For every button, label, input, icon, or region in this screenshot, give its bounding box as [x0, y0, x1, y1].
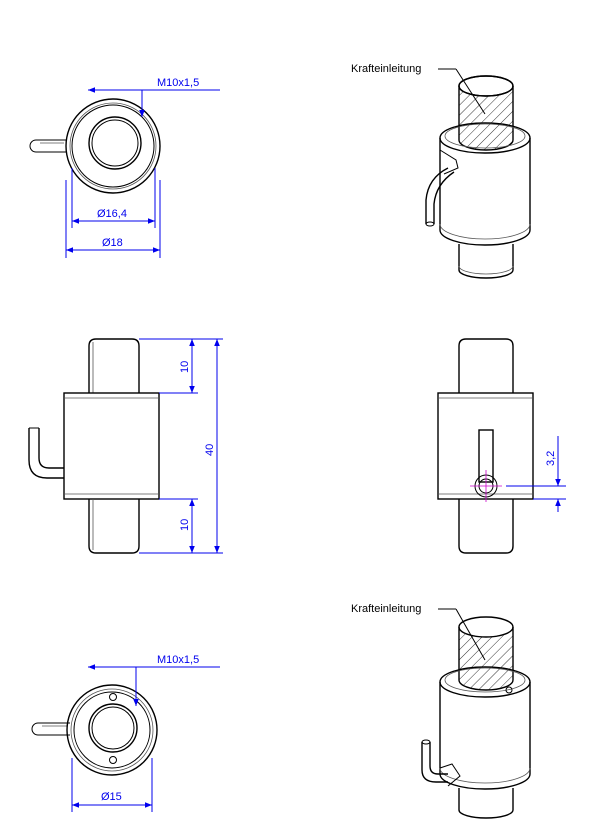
inner-diameter-label: Ø16,4: [97, 208, 127, 220]
diameter-label-2: Ø15: [101, 791, 122, 803]
iso-view-1: Krafteinleitung: [351, 63, 531, 279]
cable-stub-top-1: [29, 139, 66, 153]
outer-circle: [65, 98, 161, 194]
top-view-1: M10x1,5 Ø16,4 Ø18: [29, 77, 220, 258]
callout-label-1: Krafteinleitung: [351, 63, 421, 75]
thread-label-2: M10x1,5: [157, 654, 199, 666]
top-length-label: 10: [179, 361, 191, 373]
front-view: 10 40 10: [28, 338, 223, 554]
callout-label-2: Krafteinleitung: [351, 603, 421, 615]
bottom-length-label: 10: [179, 519, 191, 531]
top-view-2: M10x1,5 Ø15: [31, 654, 220, 812]
iso-view-2: Krafteinleitung: [351, 603, 531, 819]
cable-stub-top-2: [31, 722, 70, 736]
outer-diameter-label: Ø18: [102, 237, 123, 249]
side-view: 3,2: [437, 338, 566, 554]
offset-label: 3,2: [545, 451, 557, 466]
thread-bore: [88, 116, 142, 170]
thread-label-1: M10x1,5: [157, 77, 199, 89]
total-length-label: 40: [204, 444, 216, 456]
